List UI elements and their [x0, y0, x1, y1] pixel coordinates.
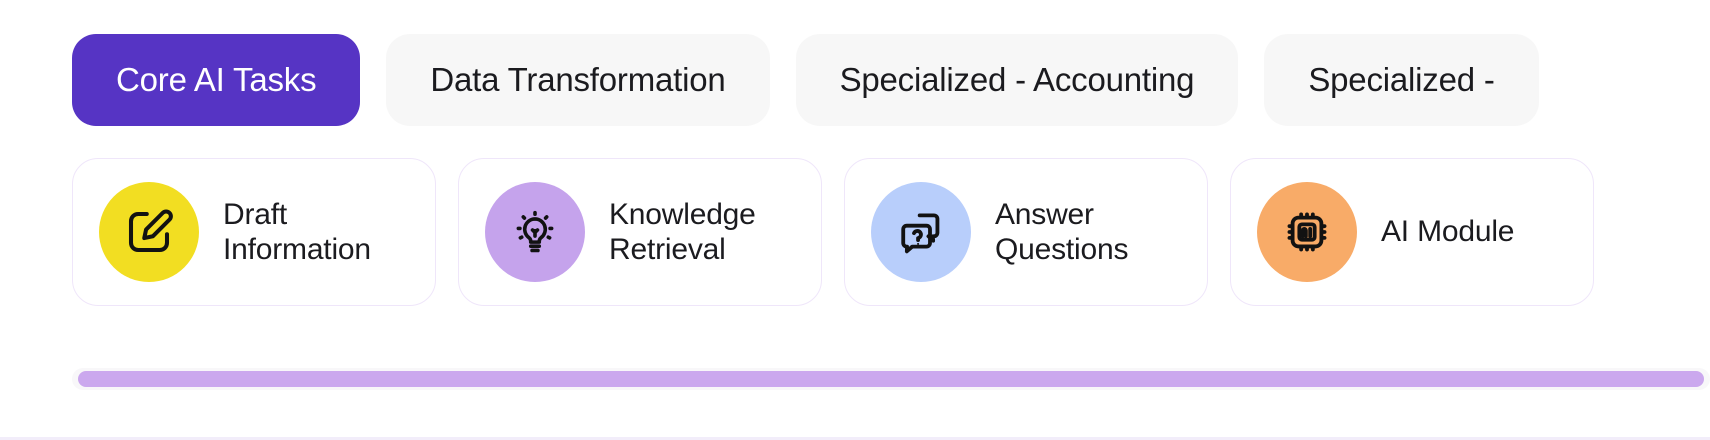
card-label: AI Module	[1381, 215, 1515, 249]
tab-specialized-next[interactable]: Specialized -	[1264, 34, 1539, 126]
task-card-list: Draft Information Knowledge Retrieval An…	[72, 158, 1594, 306]
tab-core-ai-tasks[interactable]: Core AI Tasks	[72, 34, 361, 126]
tab-label: Core AI Tasks	[116, 61, 317, 98]
card-answer-questions[interactable]: Answer Questions	[844, 158, 1208, 306]
category-tab-bar: Core AI Tasks Data Transformation Specia…	[72, 34, 1539, 126]
tab-label: Data Transformation	[430, 61, 726, 98]
bottom-divider	[0, 437, 1710, 440]
ai-chip-icon	[1257, 182, 1357, 282]
horizontal-scrollbar-track[interactable]	[72, 368, 1710, 390]
pencil-square-icon	[99, 182, 199, 282]
card-label: Draft Information	[223, 197, 371, 266]
tab-specialized-accounting[interactable]: Specialized - Accounting	[795, 34, 1239, 126]
card-label: Knowledge Retrieval	[609, 197, 756, 266]
card-ai-module[interactable]: AI Module	[1230, 158, 1594, 306]
tab-data-transformation[interactable]: Data Transformation	[386, 34, 770, 126]
card-knowledge-retrieval[interactable]: Knowledge Retrieval	[458, 158, 822, 306]
lightbulb-icon	[485, 182, 585, 282]
card-label: Answer Questions	[995, 197, 1129, 266]
horizontal-scrollbar-thumb[interactable]	[78, 371, 1704, 387]
tab-label: Specialized -	[1308, 61, 1495, 98]
card-draft-information[interactable]: Draft Information	[72, 158, 436, 306]
question-chat-icon	[871, 182, 971, 282]
tab-label: Specialized - Accounting	[839, 61, 1195, 98]
